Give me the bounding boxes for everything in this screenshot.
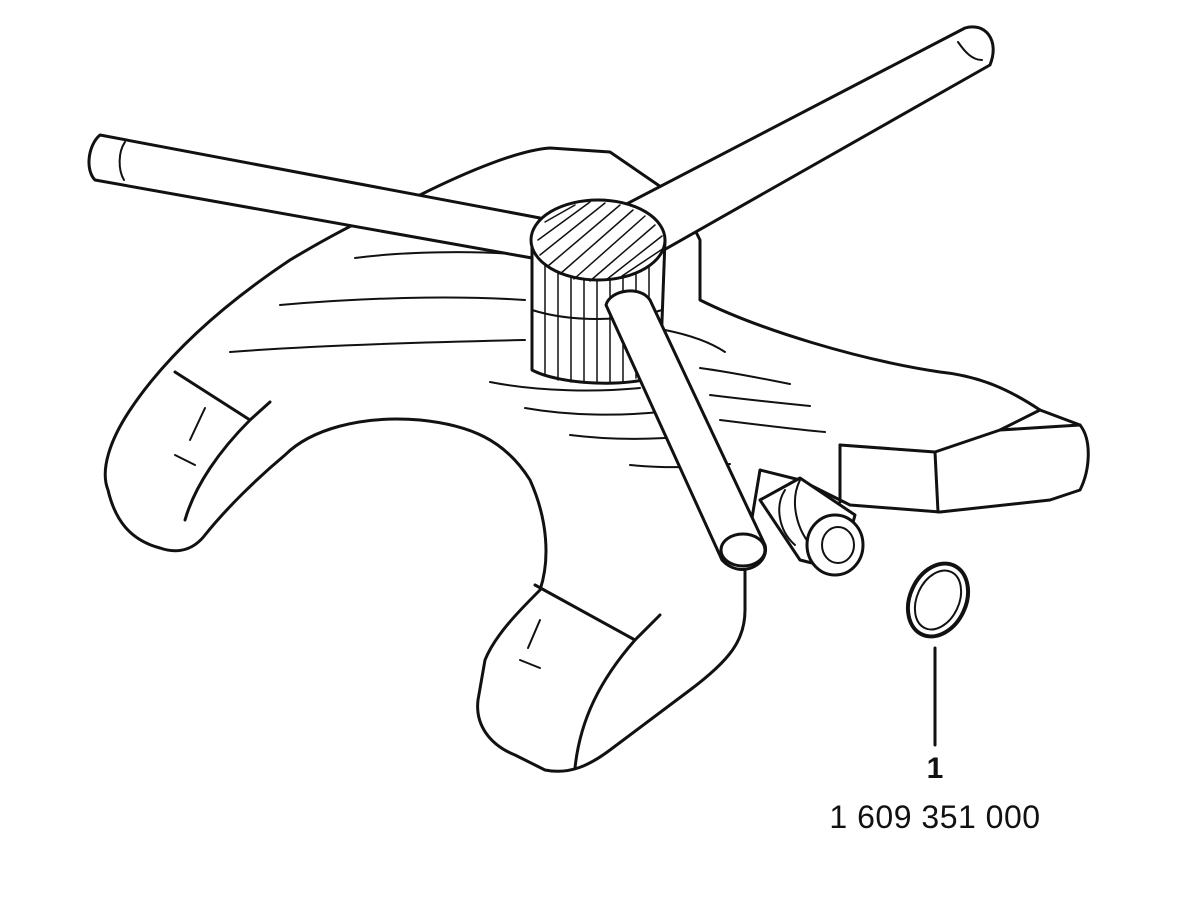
- connector-ring-1: [778, 489, 796, 546]
- hub-top-hatching: [537, 201, 665, 282]
- right-lobe-edge-3: [998, 408, 1042, 432]
- hose-connector: [758, 476, 865, 577]
- surface-contours: [229, 251, 826, 469]
- lower-arm-mark-1: [527, 619, 541, 649]
- lower-arm-edge: [573, 638, 637, 770]
- part-1-o-ring: [905, 561, 971, 639]
- connector-outlet: [805, 513, 865, 577]
- right-lobe-edge-2: [933, 450, 940, 514]
- lower-arm-mark-2: [519, 659, 541, 669]
- tension-handle: [87, 25, 995, 571]
- o-ring-icon: [905, 561, 971, 639]
- left-arm-edge: [183, 418, 252, 522]
- handle-bar-left: [87, 133, 542, 260]
- left-arm-mark-1: [189, 407, 206, 441]
- handle-bar-right-cap: [957, 41, 983, 61]
- mounting-base: [103, 146, 1090, 773]
- o-ring-inner: [913, 569, 963, 631]
- handle-bar-left-cap: [118, 141, 126, 181]
- handle-bar-right: [613, 25, 995, 257]
- base-outline: [103, 146, 1090, 773]
- connector-outlet-inner: [821, 526, 855, 564]
- left-arm-mark-2: [174, 454, 196, 466]
- lever-arm-end: [719, 532, 767, 568]
- part-order-number: 1 609 351 000: [829, 799, 1041, 835]
- right-lobe-face: [838, 423, 1082, 454]
- part-callout-number: 1: [926, 752, 944, 785]
